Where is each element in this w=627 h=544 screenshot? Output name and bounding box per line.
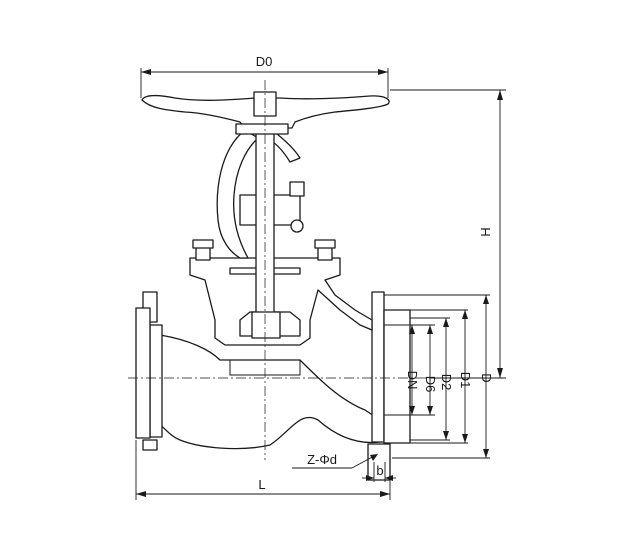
dimension-h: H <box>390 89 506 379</box>
label-h: H <box>478 227 493 236</box>
dimension-l: L <box>135 440 391 500</box>
dimension-d0: D0 <box>140 54 389 98</box>
bolt-hole-callout: Z-Φd <box>292 452 378 469</box>
dimension-b: b <box>362 462 396 482</box>
handwheel <box>141 91 390 135</box>
label-l: L <box>258 477 265 492</box>
label-d: D <box>479 373 494 382</box>
label-b: b <box>376 463 383 478</box>
label-d1: D1 <box>458 372 473 389</box>
valve-body <box>159 334 381 450</box>
flange-dimensions: DN D6 D2 D1 D <box>384 294 494 459</box>
right-flange <box>367 291 480 481</box>
label-dn: DN <box>405 371 420 390</box>
label-d6: D6 <box>423 376 438 393</box>
center-lines <box>128 80 430 460</box>
label-bolt-holes: Z-Φd <box>307 452 337 467</box>
left-flange <box>135 291 163 451</box>
label-d0: D0 <box>256 54 273 69</box>
label-d2: D2 <box>439 374 454 391</box>
